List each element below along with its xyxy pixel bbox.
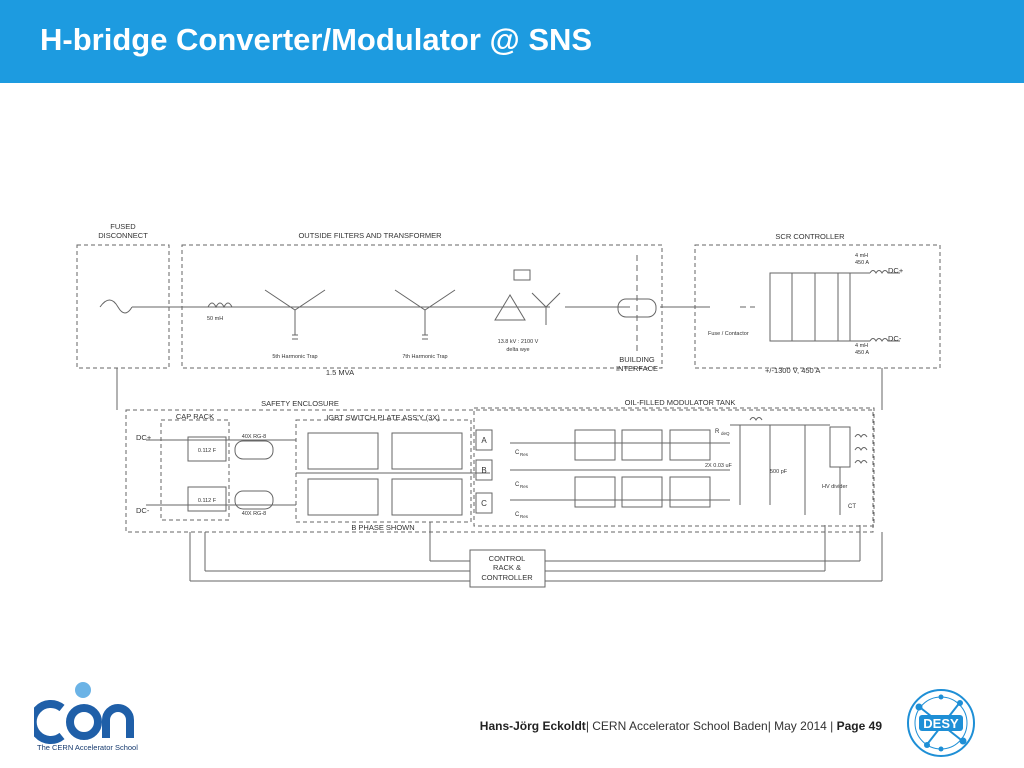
svg-text:deQ: deQ <box>721 431 730 436</box>
block-diagram: FUSED DISCONNECT OUTSIDE FILTERS AND TRA… <box>76 222 941 588</box>
footer-event: | CERN Accelerator School Baden| May 201… <box>585 719 837 733</box>
svg-text:DC+: DC+ <box>888 266 904 275</box>
svg-text:B: B <box>481 466 486 475</box>
svg-text:CT: CT <box>848 504 856 510</box>
svg-text:BUILDING: BUILDING <box>619 355 655 364</box>
safety-enclosure-box <box>125 409 874 533</box>
svg-text:IGBT SWITCH PLATE ASS'Y (3X): IGBT SWITCH PLATE ASS'Y (3X) <box>326 413 440 422</box>
svg-text:SCR CONTROLLER: SCR CONTROLLER <box>775 232 845 241</box>
svg-text:1.5 MVA: 1.5 MVA <box>326 368 354 377</box>
svg-text:CONTROL: CONTROL <box>489 554 526 563</box>
cas-logo <box>34 682 134 744</box>
oil-tank-box <box>473 407 875 527</box>
svg-text:Res: Res <box>520 484 529 489</box>
svg-text:0.112 F: 0.112 F <box>198 498 217 504</box>
svg-text:RACK &: RACK & <box>493 563 521 572</box>
svg-text:A: A <box>481 436 487 445</box>
svg-text:C: C <box>515 512 520 518</box>
scr-controller-box <box>694 244 941 369</box>
igbt-plate-box <box>295 419 472 523</box>
cas-caption: The CERN Accelerator School <box>37 743 138 752</box>
svg-text:DC-: DC- <box>136 506 150 515</box>
svg-text:Res: Res <box>520 452 529 457</box>
svg-text:DC-: DC- <box>888 334 902 343</box>
svg-text:B PHASE SHOWN: B PHASE SHOWN <box>351 523 414 532</box>
svg-text:C: C <box>481 499 487 508</box>
svg-text:INTERFACE: INTERFACE <box>616 364 658 373</box>
svg-text:DC+: DC+ <box>136 433 152 442</box>
desy-logo: DESY <box>907 689 975 757</box>
svg-text:Fuse / Contactor: Fuse / Contactor <box>708 331 749 337</box>
svg-text:SAFETY ENCLOSURE: SAFETY ENCLOSURE <box>261 399 339 408</box>
svg-text:C: C <box>515 482 520 488</box>
svg-text:40X RG-8: 40X RG-8 <box>242 434 266 440</box>
svg-text:2X 0.03 uF: 2X 0.03 uF <box>705 463 733 469</box>
svg-text:CAP RACK: CAP RACK <box>176 412 214 421</box>
svg-text:0.112 F: 0.112 F <box>198 448 217 454</box>
svg-text:450 A: 450 A <box>855 350 869 356</box>
svg-text:500 pF: 500 pF <box>770 469 788 475</box>
svg-text:delta wye: delta wye <box>506 347 529 353</box>
footer: Hans-Jörg Eckoldt| CERN Accelerator Scho… <box>480 719 882 733</box>
svg-text:7th Harmonic Trap: 7th Harmonic Trap <box>402 354 447 360</box>
svg-text:R: R <box>715 429 720 435</box>
svg-text:HV divider: HV divider <box>822 484 848 490</box>
svg-text:Res: Res <box>520 514 529 519</box>
fused-disconnect-box <box>76 244 170 369</box>
svg-text:C: C <box>515 450 520 456</box>
svg-text:50 mH: 50 mH <box>207 316 223 322</box>
svg-text:450 A: 450 A <box>855 260 869 266</box>
svg-text:40X RG-8: 40X RG-8 <box>242 511 266 517</box>
svg-text:5th Harmonic Trap: 5th Harmonic Trap <box>272 354 317 360</box>
svg-text:4 mH: 4 mH <box>855 343 868 349</box>
svg-text:FUSED: FUSED <box>110 222 136 231</box>
slide-title: H-bridge Converter/Modulator @ SNS <box>40 22 593 57</box>
title-bar: H-bridge Converter/Modulator @ SNS <box>0 0 1024 83</box>
footer-page: Page 49 <box>836 719 882 733</box>
svg-text:4 mH: 4 mH <box>855 253 868 259</box>
footer-author: Hans-Jörg Eckoldt <box>479 719 586 733</box>
svg-text:CONTROLLER: CONTROLLER <box>481 573 533 582</box>
svg-text:+/-1300 V, 450 A: +/-1300 V, 450 A <box>765 366 820 375</box>
svg-text:OUTSIDE FILTERS AND TRANSFORME: OUTSIDE FILTERS AND TRANSFORMER <box>298 231 442 240</box>
svg-text:OIL-FILLED MODULATOR TANK: OIL-FILLED MODULATOR TANK <box>625 398 736 407</box>
svg-text:13.8 kV : 2100 V: 13.8 kV : 2100 V <box>498 339 539 345</box>
desy-wordmark: DESY <box>923 716 959 731</box>
svg-text:DISCONNECT: DISCONNECT <box>98 231 148 240</box>
